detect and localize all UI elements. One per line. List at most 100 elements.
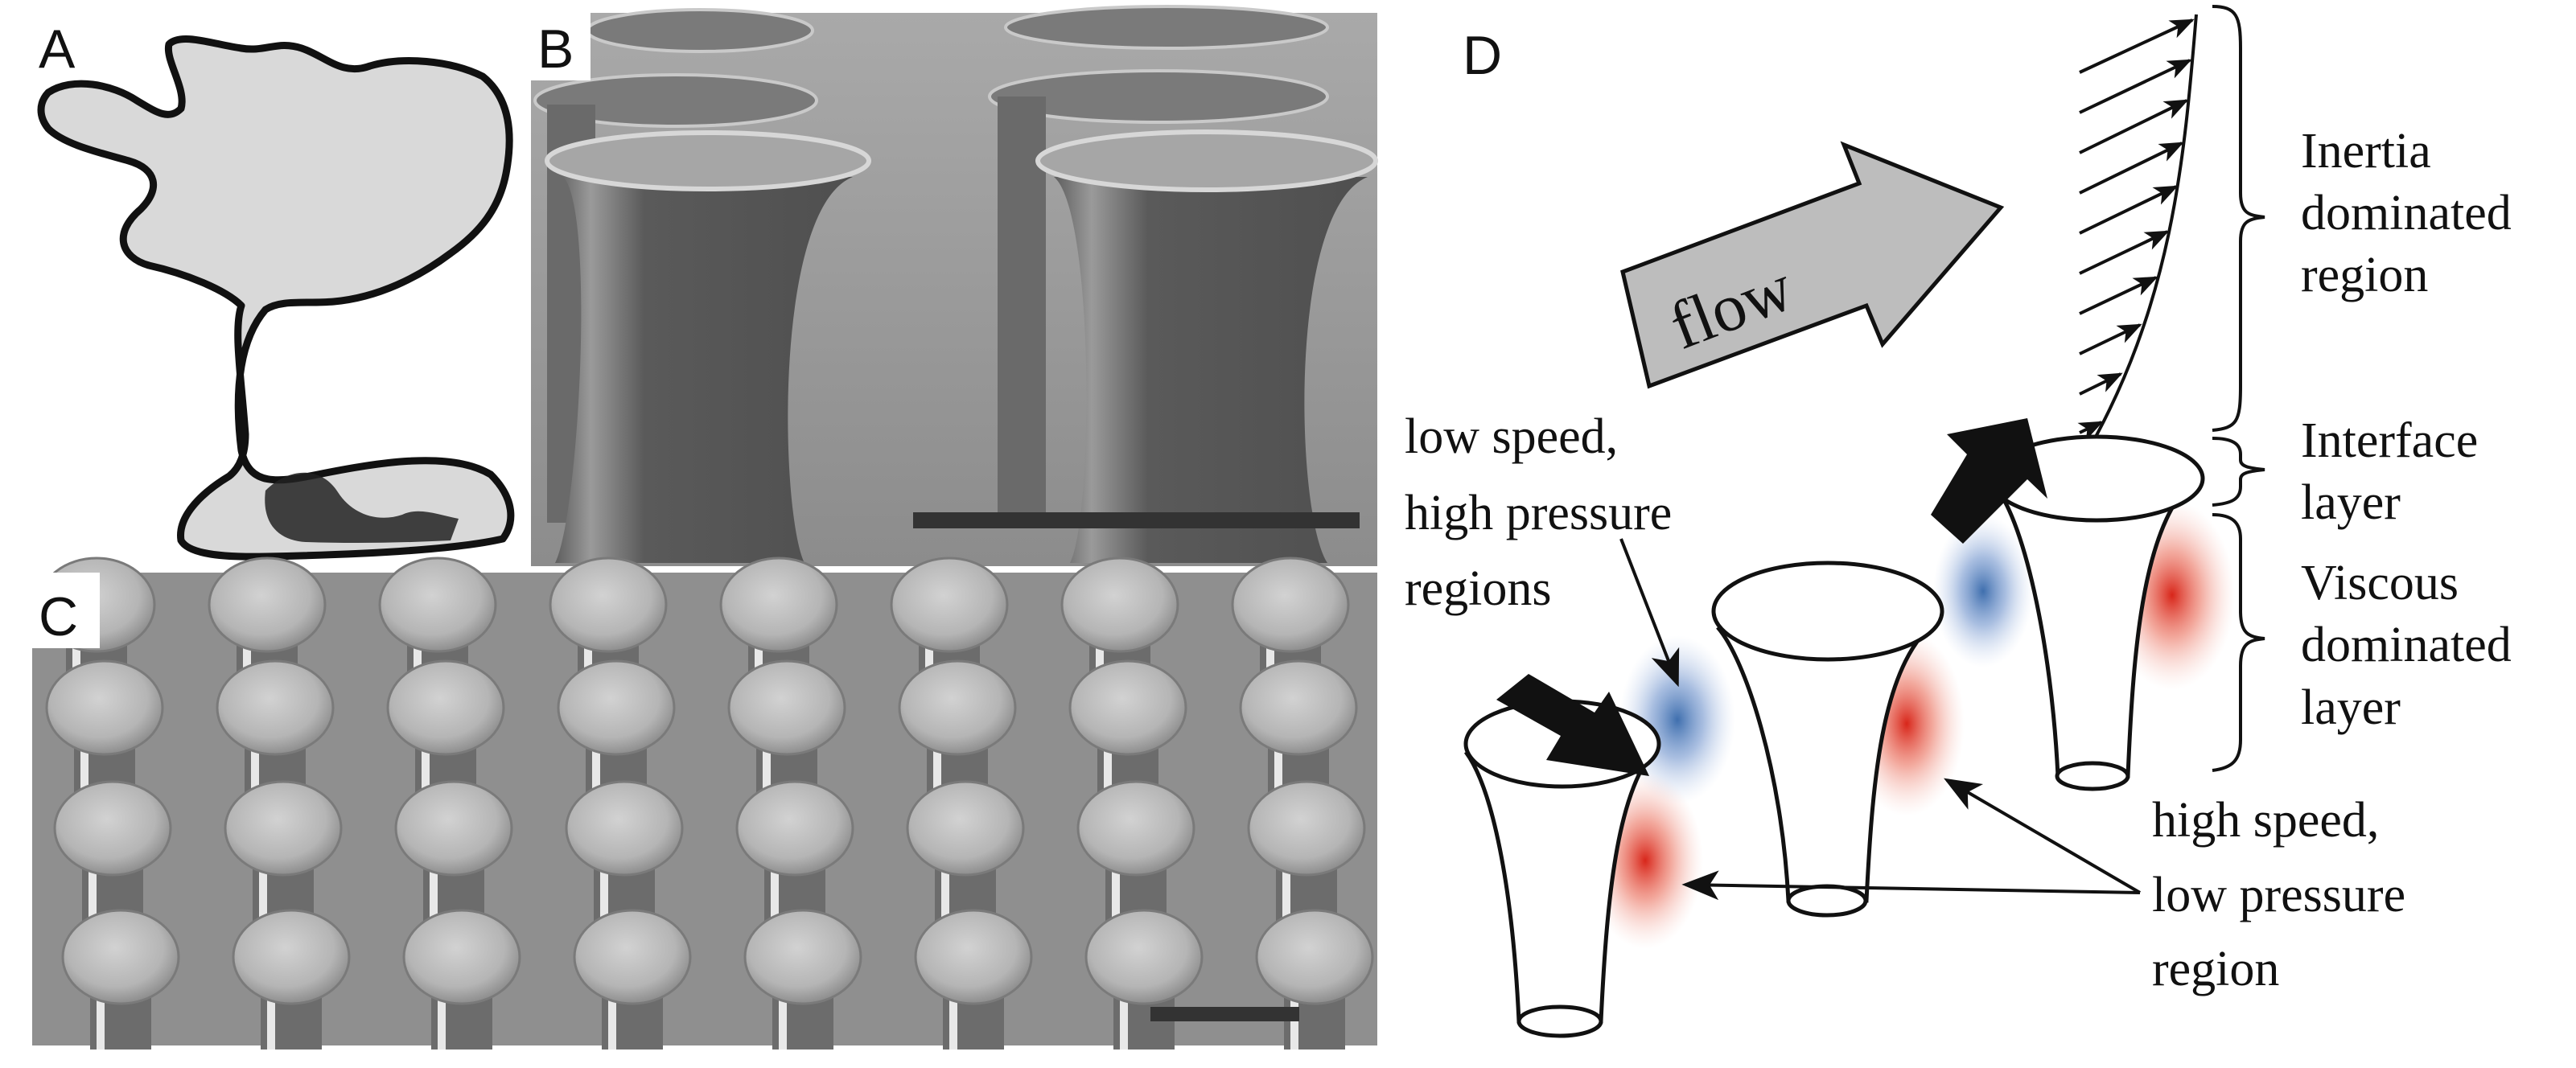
sem-c-cap xyxy=(53,780,172,877)
brace-label-inertia: Inertia dominated region xyxy=(2301,124,2512,302)
high-speed-line2: low pressure xyxy=(2152,868,2405,922)
sem-c-cap xyxy=(45,659,164,756)
sem-c-cap xyxy=(1068,659,1187,756)
sem-c-stem-highlight xyxy=(259,861,267,921)
panel-letter-b: B xyxy=(537,18,574,80)
flow-arrow-black-1 xyxy=(1496,674,1649,776)
sem-c-cap xyxy=(386,659,505,756)
sem-c-stem-highlight xyxy=(430,861,438,921)
sem-c-stem-highlight xyxy=(438,989,446,1050)
label-viscous-line3: layer xyxy=(2301,680,2401,735)
sem-c-cap xyxy=(735,780,854,877)
sem-c-cap xyxy=(557,659,676,756)
low-speed-pointer xyxy=(1619,538,1680,688)
sem-c-stem-highlight xyxy=(267,989,275,1050)
label-inertia-line2: dominated xyxy=(2301,186,2512,240)
high-speed-label: high speed, low pressure region xyxy=(2152,793,2405,996)
panel-letter-a: A xyxy=(39,18,76,80)
sem-c-stem-highlight xyxy=(1274,740,1282,800)
low-speed-line1: low speed, xyxy=(1405,409,1618,464)
high-speed-pointers xyxy=(1681,778,2142,901)
sketch-base-shading xyxy=(265,472,459,544)
label-viscous-line1: Viscous xyxy=(2301,556,2459,610)
sem-c-stem-highlight xyxy=(941,861,949,921)
pillar-middle xyxy=(1711,561,1944,918)
panel-letter-c: C xyxy=(39,586,78,647)
label-interface-line2: layer xyxy=(2301,475,2401,530)
sem-c-stem-highlight xyxy=(592,740,600,800)
sem-c-cap xyxy=(727,659,846,756)
sem-c-stem-highlight xyxy=(600,861,608,921)
sem-c-stem-highlight xyxy=(949,989,957,1050)
panel-letter-c-bg xyxy=(32,573,100,648)
low-pressure-blob-2 xyxy=(1933,515,2033,668)
sem-c-cap xyxy=(719,557,838,653)
sem-c-stem-highlight xyxy=(88,861,97,921)
sem-c-cap xyxy=(898,659,1017,756)
panel-a: A xyxy=(37,18,515,561)
sem-c-stem-highlight xyxy=(1112,861,1120,921)
sem-c-stem-highlight xyxy=(779,989,787,1050)
scale-bar-c xyxy=(1150,1007,1299,1021)
label-viscous-line2: dominated xyxy=(2301,618,2512,672)
brace-label-interface: Interface layer xyxy=(2301,413,2478,530)
sem-c-cap xyxy=(906,780,1025,877)
sem-c-cap xyxy=(1247,780,1366,877)
sem-c-cap xyxy=(216,659,335,756)
sem-c-cap xyxy=(1231,557,1350,653)
sem-c-cap xyxy=(565,780,684,877)
sem-c-stem-highlight xyxy=(422,740,430,800)
scale-bar-b xyxy=(913,512,1360,528)
flow-arrow-black-2 xyxy=(1931,418,2047,544)
sem-c-stem-highlight xyxy=(97,989,105,1050)
sem-c-cap xyxy=(61,909,180,1005)
sem-c-cap xyxy=(549,557,668,653)
panel-c: C xyxy=(32,557,1377,1050)
sem-c-cap xyxy=(573,909,692,1005)
panel-letter-b-bg xyxy=(531,13,591,80)
sem-c-cap xyxy=(1239,659,1358,756)
label-inertia-line3: region xyxy=(2301,248,2428,302)
region-braces xyxy=(2212,5,2265,772)
sem-c-cap xyxy=(1084,909,1204,1005)
springtail-hair-sketch xyxy=(37,35,515,561)
sem-c-cap xyxy=(378,557,497,653)
sem-c-stem-highlight xyxy=(1120,989,1128,1050)
sem-c-stem-highlight xyxy=(771,861,779,921)
sem-b-pillar-left xyxy=(545,130,871,563)
pillar-back-right xyxy=(1988,434,2205,791)
sem-c-stem-highlight xyxy=(80,740,88,800)
sem-c-pillar-array xyxy=(37,557,1374,1050)
label-interface-line1: Interface xyxy=(2301,413,2478,468)
low-speed-label: low speed, high pressure regions xyxy=(1405,409,1672,616)
flow-arrow: flow xyxy=(1620,141,2005,389)
sem-b-pillar-right xyxy=(1035,129,1378,563)
sem-c-cap xyxy=(890,557,1009,653)
sem-c-cap xyxy=(1255,909,1374,1005)
sem-c-cap xyxy=(402,909,521,1005)
panel-letter-d: D xyxy=(1463,25,1502,86)
label-inertia-line1: Inertia xyxy=(2301,124,2431,179)
sem-c-stem-highlight xyxy=(933,740,941,800)
sem-c-cap xyxy=(208,557,327,653)
panel-d: D flow Inertia xyxy=(1405,5,2512,1038)
sem-c-cap xyxy=(224,780,343,877)
sem-c-cap xyxy=(232,909,351,1005)
panel-b: B xyxy=(531,5,1378,566)
velocity-profile xyxy=(2077,14,2198,460)
high-speed-line1: high speed, xyxy=(2152,793,2379,848)
sem-c-cap xyxy=(1060,557,1179,653)
sem-c-stem-highlight xyxy=(1104,740,1112,800)
sem-c-cap xyxy=(1076,780,1195,877)
low-speed-line2: high pressure xyxy=(1405,486,1672,540)
sem-c-stem-highlight xyxy=(1282,861,1290,921)
sem-b-back-pillars xyxy=(533,5,1329,523)
sem-c-stem-highlight xyxy=(763,740,771,800)
sem-c-cap xyxy=(394,780,513,877)
high-speed-line3: region xyxy=(2152,942,2279,996)
sem-c-stem-highlight xyxy=(608,989,616,1050)
low-speed-line3: regions xyxy=(1405,561,1552,616)
sem-c-cap xyxy=(914,909,1033,1005)
sem-c-cap xyxy=(743,909,862,1005)
